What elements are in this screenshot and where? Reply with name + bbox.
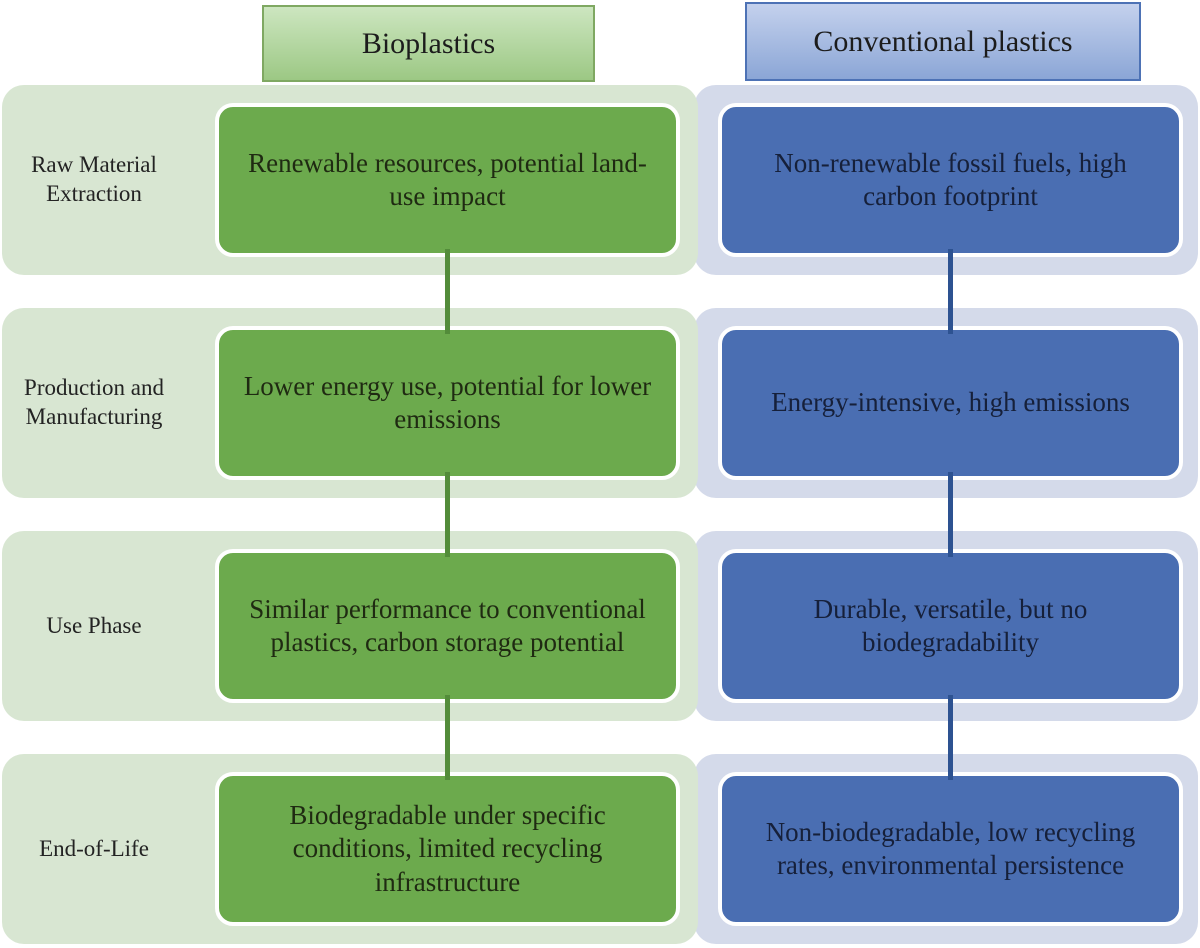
conventional-cell-text: Energy-intensive, high emissions (771, 387, 1130, 418)
conventional-cell-text: Non-renewable fossil fuels, high carbon … (774, 147, 1127, 211)
bioplastics-cell-text: Biodegradable under specific conditions,… (289, 799, 606, 897)
column-header-conventional-plastics-label: Conventional plastics (813, 24, 1073, 58)
bioplastics-cell: Renewable resources, potential land-use … (215, 103, 680, 257)
column-header-conventional-plastics: Conventional plastics (745, 2, 1141, 81)
conventional-connector-line (948, 472, 953, 557)
bioplastics-cell-text: Renewable resources, potential land-use … (248, 147, 647, 211)
conventional-cell: Durable, versatile, but no biodegradabil… (718, 549, 1183, 703)
bioplastics-connector-line (445, 695, 450, 780)
stage-label: End-of-Life (39, 835, 149, 861)
row-use-phase: Use Phase Similar performance to convent… (0, 531, 1200, 721)
stage-label: Production and Manufacturing (24, 375, 164, 429)
conventional-cell-text: Durable, versatile, but no biodegradabil… (813, 593, 1088, 657)
stage-label: Raw Material Extraction (31, 152, 157, 206)
column-header-bioplastics-label: Bioplastics (361, 26, 496, 60)
bioplastics-connector-line (445, 472, 450, 557)
bioplastics-cell: Lower energy use, potential for lower em… (215, 326, 680, 480)
conventional-cell: Energy-intensive, high emissions (718, 326, 1183, 480)
bioplastics-cell: Similar performance to conventional plas… (215, 549, 680, 703)
bioplastics-connector-line (445, 249, 450, 334)
column-header-bioplastics: Bioplastics (262, 5, 595, 82)
conventional-connector-line (948, 249, 953, 334)
bioplastics-cell: Biodegradable under specific conditions,… (215, 772, 680, 926)
conventional-cell: Non-renewable fossil fuels, high carbon … (718, 103, 1183, 257)
row-end-of-life: End-of-Life Biodegradable under specific… (0, 754, 1200, 944)
row-production-and-manufacturing: Production and Manufacturing Lower energ… (0, 308, 1200, 498)
row-raw-material-extraction: Raw Material Extraction Renewable resour… (0, 85, 1200, 275)
conventional-connector-line (948, 695, 953, 780)
conventional-cell-text: Non-biodegradable, low recycling rates, … (765, 816, 1136, 880)
stage-label: Use Phase (46, 612, 142, 638)
bioplastics-cell-text: Lower energy use, potential for lower em… (243, 370, 652, 434)
conventional-cell: Non-biodegradable, low recycling rates, … (718, 772, 1183, 926)
bioplastics-cell-text: Similar performance to conventional plas… (249, 593, 646, 657)
